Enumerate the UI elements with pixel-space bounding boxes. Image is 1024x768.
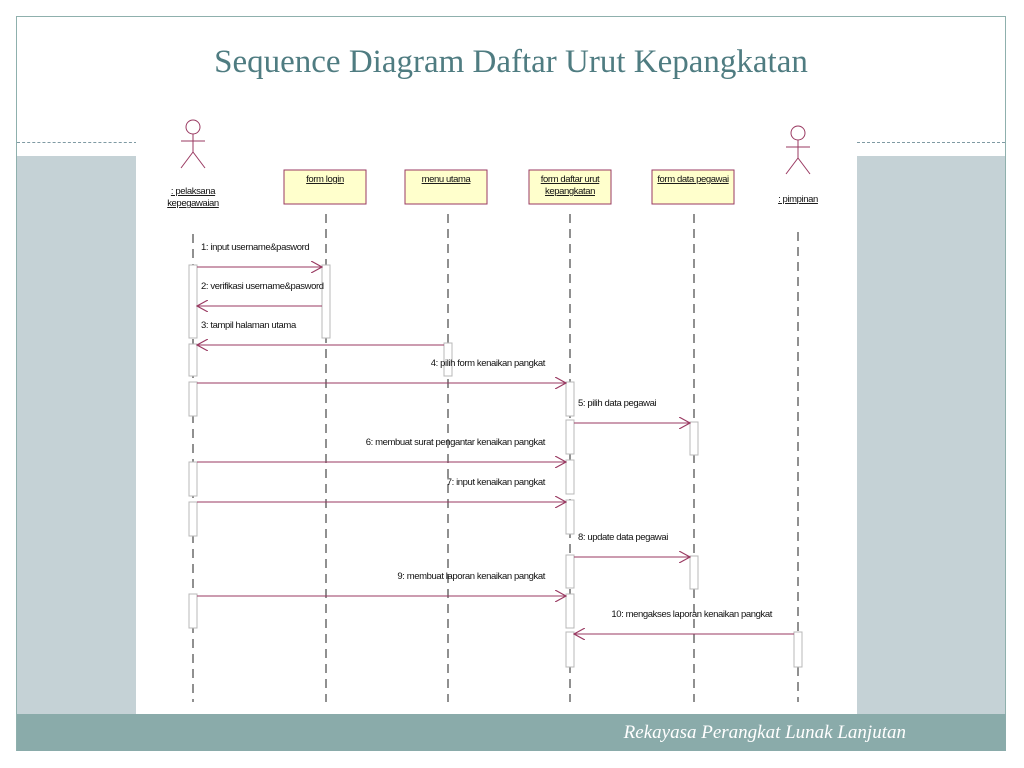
left-dashed-rule (17, 142, 137, 143)
object-box-formdata (651, 169, 735, 205)
sequence-diagram: form login menu utama form daftar urutkepa… (136, 112, 857, 714)
activation-bar-16 (689, 555, 699, 590)
activation-bar-0 (188, 264, 198, 339)
message-label-10: 10: mengakses laporan kenaikan pangkat (611, 609, 772, 620)
actor-leg-right-pelaksana (192, 151, 206, 169)
message-label-6: 6: membuat surat pengantar kenaikan pang… (366, 437, 546, 448)
object-label-formdata-0: form data pegawai (657, 174, 729, 185)
object-label-menuutama-0: menu utama (422, 174, 472, 185)
actor-leg-right-pimpinan (797, 157, 811, 175)
message-label-3: 3: tampil halaman utama (201, 320, 297, 331)
activation-bar-15 (689, 421, 699, 456)
object-label-formdaftar-0: form daftar urut (541, 174, 600, 185)
object-box-formdaftar (528, 169, 612, 205)
activation-bar-17 (793, 631, 803, 668)
message-label-1: 1: input username&pasword (201, 242, 309, 253)
object-box-menuutama (404, 169, 488, 205)
actor-label-pelaksana-0: : pelaksana (171, 186, 216, 197)
activation-bar-6 (321, 264, 331, 339)
actor-head-pelaksana (185, 119, 201, 135)
activation-bar-11 (565, 499, 575, 535)
message-label-8: 8: update data pegawai (578, 532, 668, 543)
message-label-9: 9: membuat laporan kenaikan pangkat (397, 571, 545, 582)
actor-leg-left-pelaksana (180, 151, 194, 169)
object-label-formlogin-0: form login (306, 174, 344, 185)
object-box-formlogin (283, 169, 367, 205)
activation-bar-12 (565, 554, 575, 589)
footer-bar (17, 714, 1006, 751)
footer-text: Rekayasa Perangkat Lunak Lanjutan (623, 722, 906, 743)
activation-bar-5 (188, 593, 198, 629)
activation-bar-1 (188, 343, 198, 377)
message-label-2: 2: verifikasi username&pasword (201, 281, 324, 292)
message-label-5: 5: pilih data pegawai (578, 398, 657, 409)
activation-bar-4 (188, 501, 198, 537)
right-side-band (857, 156, 1005, 714)
actor-head-pimpinan (790, 125, 806, 141)
actor-label-pelaksana-1: kepegawaian (167, 198, 219, 209)
activation-bar-10 (565, 459, 575, 495)
activation-bar-14 (565, 631, 575, 668)
left-side-band (17, 156, 136, 714)
activation-bar-2 (188, 381, 198, 417)
actor-leg-left-pimpinan (785, 157, 799, 175)
activation-bar-7 (443, 342, 453, 377)
activation-bar-8 (565, 381, 575, 417)
message-label-4: 4: pilih form kenaikan pangkat (431, 358, 546, 369)
activation-bar-9 (565, 419, 575, 455)
slide-title: Sequence Diagram Daftar Urut Kepangkatan (214, 44, 808, 80)
object-label-formdaftar-1: kepangkatan (545, 186, 595, 197)
actor-label-pimpinan-0: : pimpinan (778, 194, 818, 205)
activation-bar-13 (565, 593, 575, 629)
activation-bar-3 (188, 461, 198, 497)
message-label-7: 7: input kenaikan pangkat (447, 477, 546, 488)
right-dashed-rule (857, 142, 1005, 143)
